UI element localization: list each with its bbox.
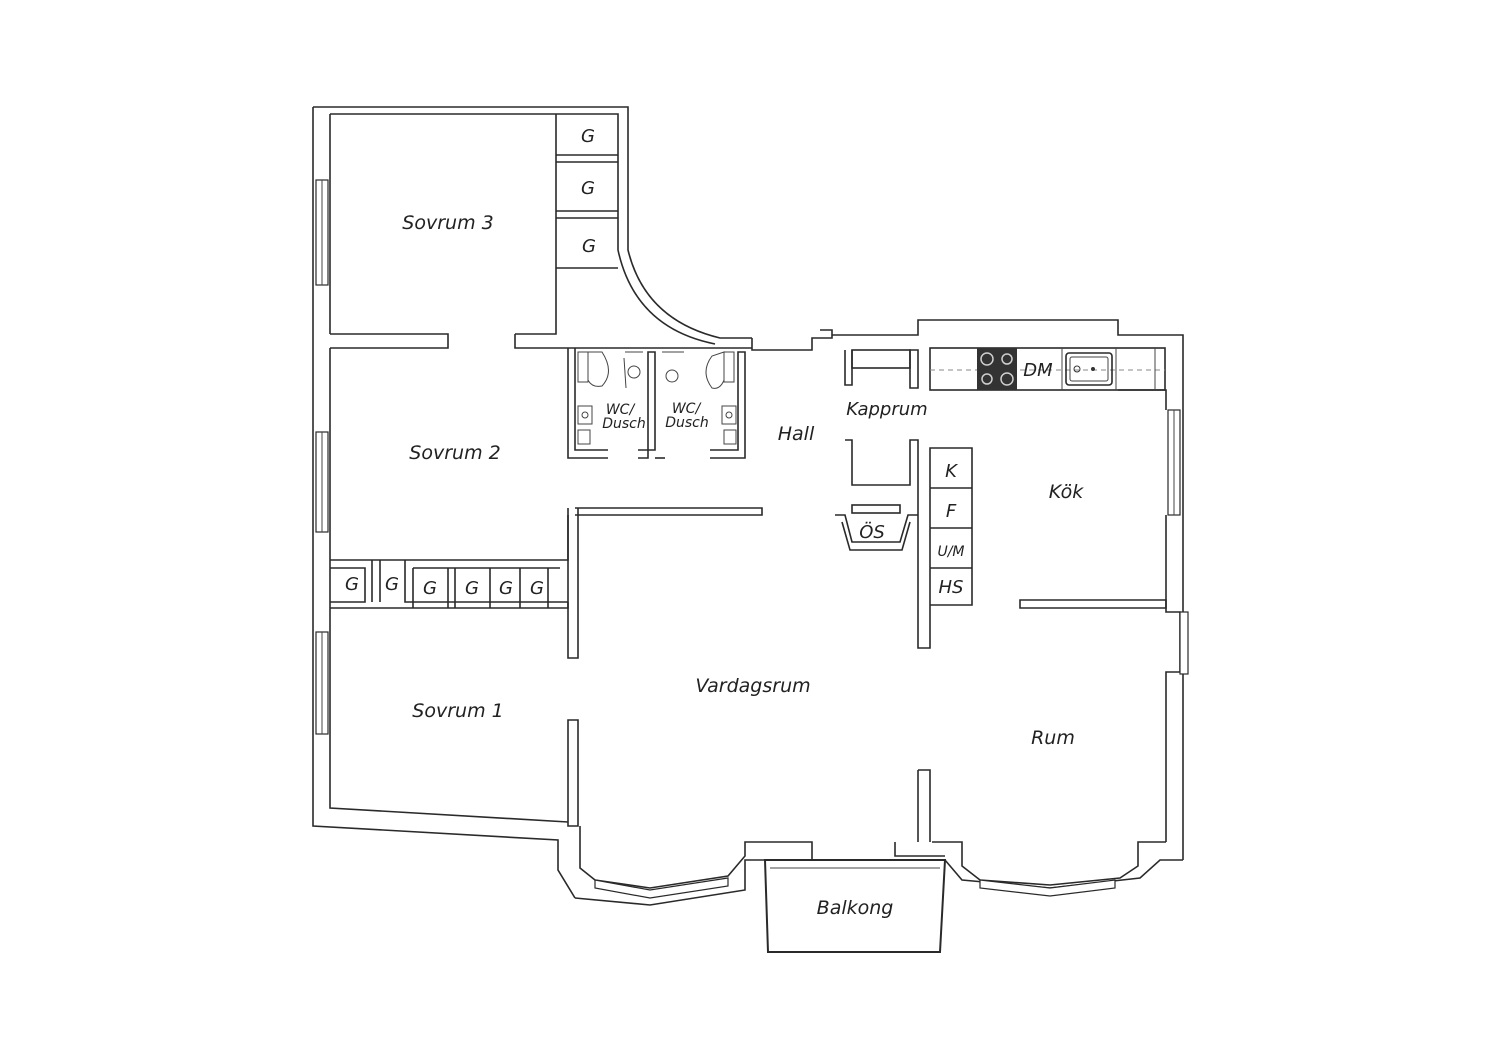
label-wc1-line2: Dusch	[602, 416, 646, 432]
label-wc2-line2: Dusch	[665, 415, 709, 431]
label-kapprum: Kapprum	[846, 399, 927, 420]
label-garderob: G	[345, 574, 359, 595]
window-rum	[979, 879, 1116, 897]
shower-icon	[623, 351, 643, 389]
window-rum-east	[1179, 611, 1189, 675]
toilet-icon	[705, 351, 735, 389]
label-frys: F	[946, 501, 957, 522]
label-garderob: G	[385, 574, 399, 595]
label-overskap: ÖS	[859, 521, 885, 543]
label-garderob: G	[581, 126, 595, 147]
label-garderob: G	[582, 236, 596, 257]
sink-icon	[1065, 352, 1113, 386]
label-ugn-mikro: U/M	[937, 544, 964, 560]
label-vardagsrum: Vardagsrum	[695, 675, 810, 697]
label-sovrum2: Sovrum 2	[409, 442, 500, 464]
sink-icon	[577, 405, 593, 445]
label-hall: Hall	[778, 423, 815, 445]
shower-icon	[662, 351, 684, 383]
label-garderob: G	[465, 578, 479, 599]
label-sovrum3: Sovrum 3	[402, 212, 493, 234]
kitchen-counter	[929, 347, 1166, 391]
windows	[315, 179, 1189, 899]
outer-walls	[312, 106, 1184, 953]
sink-icon	[721, 405, 737, 445]
window-vardagsrum	[594, 877, 729, 899]
label-hogskap: HS	[939, 577, 964, 598]
label-wc1-line1: WC/	[606, 402, 636, 418]
room-labels: Sovrum 3 Sovrum 2 Sovrum 1 Hall Kapprum …	[402, 212, 1084, 919]
label-garderob: G	[530, 578, 544, 599]
fixture-labels: G G G G G G G G G DM K F U/M HS ÖS	[345, 126, 1053, 599]
label-rum: Rum	[1031, 727, 1075, 749]
label-dm: DM	[1023, 360, 1053, 381]
label-kyl: K	[945, 461, 958, 482]
bathroom-fixtures	[577, 351, 737, 445]
interior-walls	[330, 114, 1167, 842]
label-sovrum1: Sovrum 1	[412, 700, 503, 722]
toilet-icon	[577, 351, 609, 387]
label-wc2-line1: WC/	[672, 401, 702, 417]
label-kok: Kök	[1049, 481, 1084, 503]
label-garderob: G	[499, 578, 513, 599]
label-garderob: G	[423, 578, 437, 599]
label-garderob: G	[581, 178, 595, 199]
label-balkong: Balkong	[817, 897, 894, 919]
